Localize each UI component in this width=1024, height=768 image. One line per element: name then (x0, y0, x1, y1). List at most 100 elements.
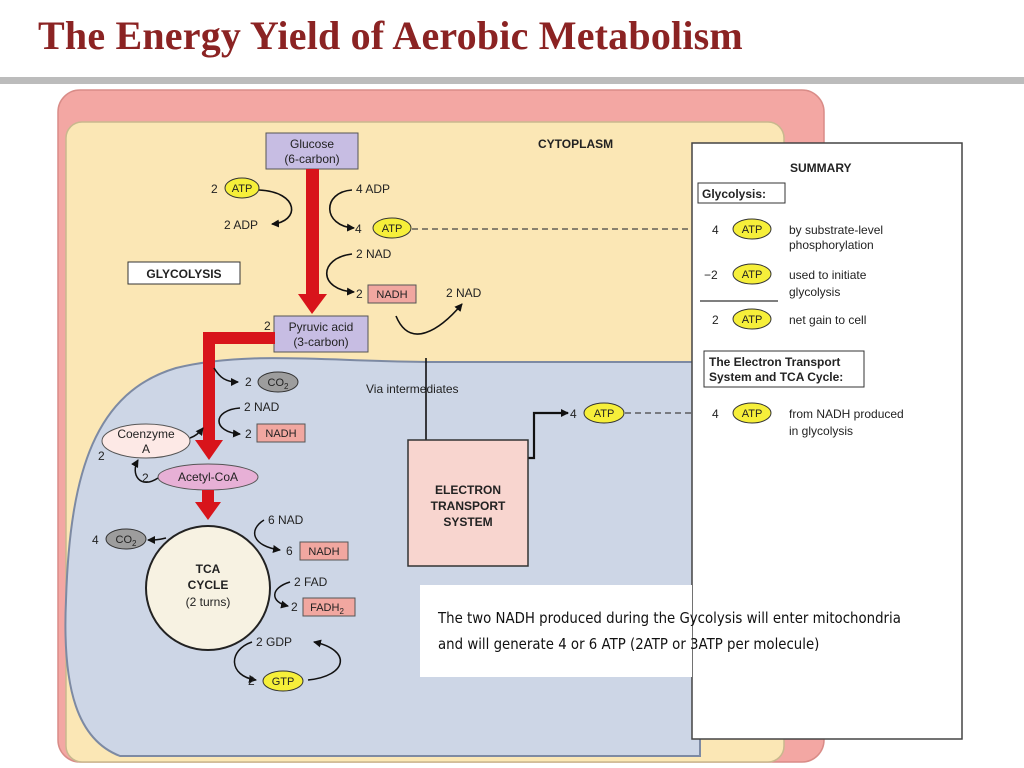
adp-out-label: 2 ADP (224, 218, 258, 232)
tca-cycle-circle (145, 525, 271, 651)
coa-count: 2 (98, 449, 105, 463)
coenzyme-a-label-2: A (142, 442, 150, 456)
summary-row-1-atp (732, 218, 772, 240)
gtp-label: GTP (272, 676, 295, 688)
pyruvic-acid-box (273, 315, 369, 353)
summary-ets-count: 4 (712, 407, 719, 421)
acetyl-arrow-shaft (202, 490, 214, 504)
nadh-badge-glycolysis-label: NADH (376, 289, 407, 301)
summary-ets-heading-1: The Electron Transport (709, 355, 840, 369)
summary-ets-text-1: from NADH produced (789, 407, 904, 421)
four-adp-label: 4 ADP (356, 182, 390, 196)
pyruvic-acid-label: Pyruvic acid (289, 320, 354, 334)
nadh-to-nad-arrow (395, 303, 463, 335)
fadh2-badge (302, 597, 356, 617)
nadh-badge-tca-label: NADH (308, 546, 339, 558)
atp-adp-arrow (258, 189, 293, 228)
co2-tca-arrow (147, 535, 167, 544)
nad-nadh-arrow (326, 253, 355, 296)
summary-row-3-text: net gain to cell (789, 313, 866, 327)
coenzyme-a-oval (101, 423, 191, 459)
summary-ets-box (703, 350, 865, 388)
ets-atp-count: 4 (570, 407, 577, 421)
summary-ets-atp (732, 402, 772, 424)
ets-label-3: SYSTEM (443, 515, 492, 529)
ets-label-1: ELECTRON (435, 483, 501, 497)
summary-glycolysis-heading: Glycolysis: (702, 187, 766, 201)
tca-label: TCA (196, 562, 221, 576)
via-intermediates-label: Via intermediates (366, 382, 459, 396)
glycolysis-label-box (127, 261, 241, 285)
acetyl-coa-count: 2 (142, 471, 149, 485)
nadh-badge-link-label: NADH (265, 428, 296, 440)
four-atp-count: 4 (355, 222, 362, 236)
glucose-box (265, 132, 359, 170)
summary-row-2-text-2: glycolysis (789, 285, 840, 299)
nadh-count: 2 (356, 287, 363, 301)
fad-arrow (274, 581, 291, 609)
coenzyme-a-label-1: Coenzyme (117, 427, 175, 441)
gtp-badge (262, 670, 304, 692)
summary-row-3-count: 2 (712, 313, 719, 327)
summary-row-1-text-2: phosphorylation (789, 238, 874, 252)
acetyl-arrow-head (195, 502, 221, 520)
pyruvic-carbon-label: (3-carbon) (293, 335, 348, 349)
co2-tca-label: CO2 (116, 534, 138, 548)
pyruvic-count: 2 (264, 319, 271, 333)
ets-label-2: TRANSPORT (431, 499, 506, 513)
atp-badge-glycolysis-label: ATP (382, 223, 403, 235)
glucose-label: Glucose (290, 137, 334, 151)
co2-tca-count: 4 (92, 533, 99, 547)
summary-row-2-atp (732, 263, 772, 285)
fad-label: 2 FAD (294, 575, 328, 589)
co2-link-count: 2 (245, 375, 252, 389)
caption-line-2: and will generate 4 or 6 ATP (2ATP or 3A… (438, 635, 820, 653)
pyruvate-arrow-vertical (203, 332, 215, 442)
gtp-return-arrow (307, 639, 342, 681)
atp-badge-in (224, 177, 260, 199)
glucose-carbon-label: (6-carbon) (284, 152, 339, 166)
summary-row-2-count: −2 (704, 268, 718, 282)
summary-row-1-atp-label: ATP (742, 224, 763, 236)
caption-text: The two NADH produced during the Gycolys… (438, 605, 902, 657)
nadh-badge-link (256, 423, 306, 443)
summary-ets-text-2: in glycolysis (789, 424, 853, 438)
summary-row-2-atp-label: ATP (742, 269, 763, 281)
acetyl-coa-label: Acetyl-CoA (178, 470, 238, 484)
atp-in-count: 2 (211, 182, 218, 196)
gdp-label: 2 GDP (256, 635, 292, 649)
co2-badge-tca (105, 528, 147, 550)
nadh-badge-glycolysis (367, 284, 417, 304)
pyruvate-arrow-head (195, 440, 223, 460)
summary-panel (691, 142, 963, 740)
summary-row-2-text-1: used to initiate (789, 268, 867, 282)
summary-glycolysis-box (697, 182, 786, 204)
summary-ets-heading-2: System and TCA Cycle: (709, 370, 843, 384)
summary-row-3-atp (732, 308, 772, 330)
caption-line-1: The two NADH produced during the Gycolys… (438, 609, 901, 627)
link-nad-label: 2 NAD (244, 400, 280, 414)
atp-badge-ets (583, 402, 625, 424)
two-nad-label: 2 NAD (356, 247, 392, 261)
atp-badge-ets-label: ATP (594, 408, 615, 420)
summary-row-1-count: 4 (712, 223, 719, 237)
fadh-count: 2 (291, 600, 298, 614)
glycolysis-arrow-shaft (306, 169, 319, 297)
co2-badge-link (257, 371, 299, 393)
adp-atp-arrow (328, 189, 355, 232)
tca-turns-label: (2 turns) (186, 595, 231, 609)
glycolysis-label: GLYCOLYSIS (146, 267, 221, 281)
atp-badge-in-label: ATP (232, 183, 253, 195)
tca-nad-arrow (253, 519, 281, 553)
summary-heading: SUMMARY (790, 161, 852, 175)
ets-box (407, 439, 529, 567)
fadh2-label: FADH2 (310, 602, 344, 616)
two-nad-return-label: 2 NAD (446, 286, 482, 300)
summary-row-1-text-1: by substrate-level (789, 223, 883, 237)
title-divider (0, 77, 1024, 84)
summary-ets-atp-label: ATP (742, 408, 763, 420)
link-nadh-count: 2 (245, 427, 252, 441)
pyruvate-arrow-horizontal (203, 332, 275, 344)
cytoplasm-label: CYTOPLASM (538, 137, 613, 151)
